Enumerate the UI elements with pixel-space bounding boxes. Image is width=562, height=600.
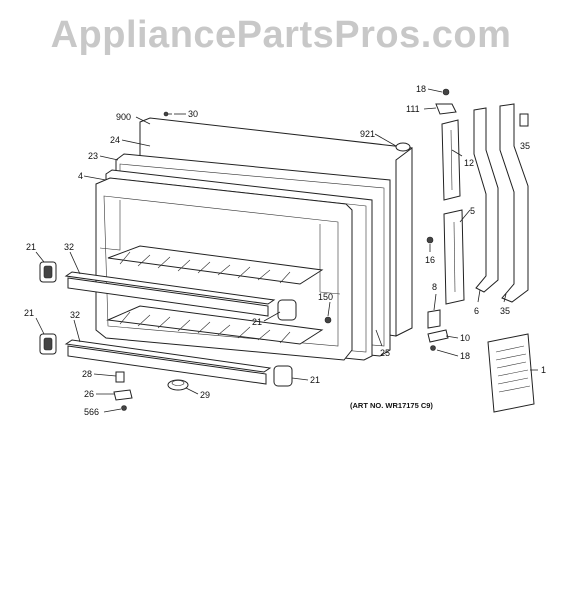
callout-29: 29: [200, 390, 210, 400]
watermark-text: AppliancePartsPros.com: [50, 14, 512, 56]
upper-shelf-bar: [64, 271, 276, 317]
screw-566: [121, 405, 127, 411]
hinge-pin-10: [427, 329, 449, 343]
callout-6: 6: [474, 306, 479, 316]
leader-lines: [35, 88, 538, 413]
callout-16: 16: [425, 255, 435, 265]
shelf-end-cap-upper-left: [39, 261, 57, 283]
screw-16: [426, 236, 434, 244]
hinge-cap-111: [435, 103, 457, 115]
lower-shelf-bar: [64, 339, 272, 385]
callout-26: 26: [84, 389, 94, 399]
callout-35-bottom: 35: [500, 306, 510, 316]
hinge-bracket-5: [443, 209, 465, 305]
shelf-end-cap-upper-right: [277, 299, 297, 321]
door-handle-trim-35: [499, 103, 529, 303]
handle-cap-35: [519, 113, 529, 127]
callout-18-top: 18: [416, 84, 426, 94]
shelf-end-cap-lower-right: [273, 365, 293, 387]
callout-4: 4: [78, 171, 83, 181]
callout-32-lower: 32: [70, 310, 80, 320]
callout-21-upper-left: 21: [26, 242, 36, 252]
callout-12: 12: [464, 158, 474, 168]
hinge-bracket-12: [441, 119, 461, 201]
callout-32-upper: 32: [64, 242, 74, 252]
callout-35-top: 35: [520, 141, 530, 151]
inner-door-liner: [95, 177, 353, 361]
callout-566: 566: [84, 407, 99, 417]
callout-30: 30: [188, 109, 198, 119]
callout-21-upper-right: 21: [252, 317, 262, 327]
door-handle-6: [473, 107, 499, 293]
callout-23: 23: [88, 151, 98, 161]
screw-18-bottom: [430, 345, 436, 351]
bracket-26: [113, 389, 133, 401]
door-stop-8: [427, 309, 441, 329]
callout-28: 28: [82, 369, 92, 379]
screw-150: [324, 316, 332, 324]
callout-8: 8: [432, 282, 437, 292]
callout-1: 1: [541, 365, 546, 375]
callout-921: 921: [360, 129, 375, 139]
callout-18-bottom: 18: [460, 351, 470, 361]
callout-5: 5: [470, 206, 475, 216]
shelf-end-cap-lower-left: [39, 333, 57, 355]
callout-150: 150: [318, 292, 333, 302]
plug-921: [395, 142, 411, 152]
screw-18-top: [442, 88, 450, 96]
callout-25: 25: [380, 348, 390, 358]
plug-29: [167, 379, 189, 391]
callout-111: 111: [406, 104, 420, 114]
callout-21-lower-right: 21: [310, 375, 320, 385]
callout-900: 900: [116, 112, 131, 122]
clip-28: [115, 371, 125, 383]
callout-10: 10: [460, 333, 470, 343]
screw-30: [163, 111, 172, 117]
callout-21-lower-left: 21: [24, 308, 34, 318]
callout-24: 24: [110, 135, 120, 145]
instruction-booklet: [487, 333, 535, 413]
callout-labels: 900 30 24 23 4 921 18 111 12 35 5 16 8 6…: [24, 84, 546, 417]
art-number: (ART NO. WR17175 C9): [350, 401, 433, 410]
